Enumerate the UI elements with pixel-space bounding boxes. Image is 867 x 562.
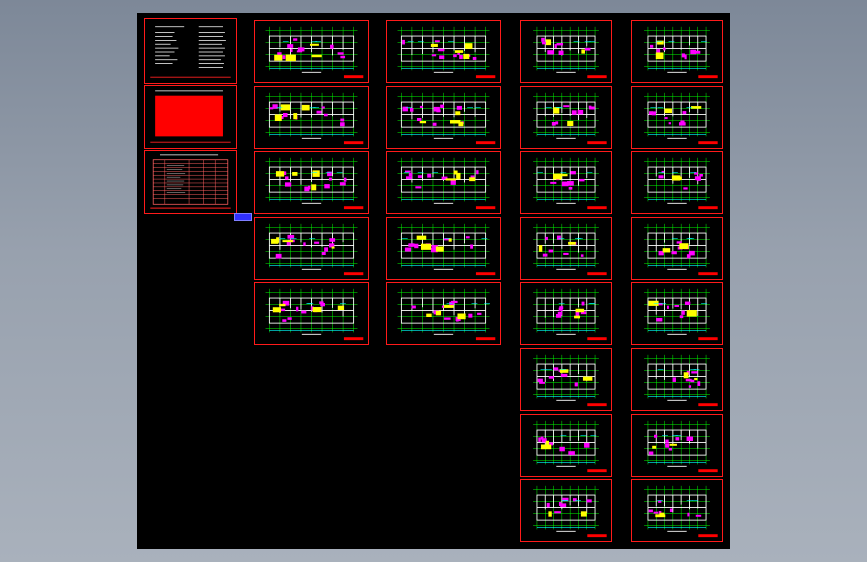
- floor-plan-drawing: [533, 92, 607, 144]
- plan-sheet-column-4-2[interactable]: [631, 85, 723, 149]
- floor-plan-drawing: [644, 157, 718, 210]
- sheet-design-notes[interactable]: [144, 18, 237, 84]
- floor-plan-drawing: [644, 354, 718, 407]
- floor-plan-drawing: [265, 92, 364, 144]
- plan-sheet-column-4-6[interactable]: [631, 348, 723, 411]
- plan-sheet-column-3-1[interactable]: [520, 20, 612, 83]
- floor-plan-drawing: [265, 288, 364, 341]
- floor-plan-drawing: [533, 26, 607, 79]
- plan-sheet-column-1-1[interactable]: [254, 20, 369, 83]
- plan-sheet-column-4-5[interactable]: [631, 282, 723, 346]
- floor-plan-drawing: [397, 223, 496, 275]
- plan-sheet-column-1-4[interactable]: [254, 216, 369, 280]
- red-legend-content: [150, 90, 231, 143]
- floor-plan-drawing: [397, 157, 496, 210]
- floor-plan-drawing: [644, 223, 718, 275]
- plan-sheet-column-2-1[interactable]: [386, 20, 501, 83]
- plan-sheet-column-3-7[interactable]: [520, 413, 612, 477]
- plan-sheet-column-1-2[interactable]: [254, 85, 369, 149]
- floor-plan-drawing: [644, 420, 718, 472]
- plan-sheet-column-4-3[interactable]: [631, 151, 723, 215]
- plan-sheet-column-2-5[interactable]: [386, 282, 501, 345]
- plan-sheet-column-4-4[interactable]: [631, 216, 723, 280]
- floor-plan-drawing: [644, 26, 718, 79]
- plan-sheet-column-2-4[interactable]: [386, 216, 501, 280]
- plan-sheet-column-3-8[interactable]: [520, 479, 612, 543]
- sheet-red-legend[interactable]: [144, 85, 237, 149]
- plan-sheet-column-1-5[interactable]: [254, 282, 369, 345]
- selection-marker[interactable]: [234, 213, 252, 221]
- floor-plan-drawing: [644, 92, 718, 144]
- drawing-index-table: [150, 154, 231, 209]
- floor-plan-drawing: [533, 289, 607, 341]
- sheet-drawing-index[interactable]: [144, 150, 237, 214]
- plan-sheet-column-3-6[interactable]: [520, 348, 612, 411]
- floor-plan-drawing: [265, 26, 364, 79]
- floor-plan-drawing: [265, 157, 364, 210]
- plan-sheet-column-2-2[interactable]: [386, 85, 501, 149]
- plan-sheet-column-3-2[interactable]: [520, 85, 612, 149]
- plan-sheet-column-2-3[interactable]: [386, 151, 501, 214]
- plan-sheet-column-4-7[interactable]: [631, 413, 723, 477]
- plan-sheet-column-1-3[interactable]: [254, 151, 369, 214]
- floor-plan-drawing: [644, 289, 718, 341]
- floor-plan-drawing: [265, 223, 364, 275]
- floor-plan-drawing: [533, 354, 607, 407]
- plan-sheet-column-4-1[interactable]: [631, 20, 723, 83]
- floor-plan-drawing: [644, 485, 718, 538]
- floor-plan-drawing: [533, 223, 607, 275]
- plan-sheet-column-4-8[interactable]: [631, 479, 723, 543]
- plan-sheet-column-3-3[interactable]: [520, 151, 612, 215]
- floor-plan-drawing: [533, 420, 607, 472]
- plan-sheet-column-3-4[interactable]: [520, 216, 612, 280]
- floor-plan-drawing: [397, 92, 496, 144]
- floor-plan-drawing: [533, 485, 607, 538]
- floor-plan-drawing: [533, 157, 607, 210]
- cad-model-space[interactable]: [137, 13, 730, 549]
- floor-plan-drawing: [397, 26, 496, 79]
- floor-plan-drawing: [397, 288, 496, 341]
- plan-sheet-column-3-5[interactable]: [520, 282, 612, 346]
- design-notes-lines: [150, 26, 231, 78]
